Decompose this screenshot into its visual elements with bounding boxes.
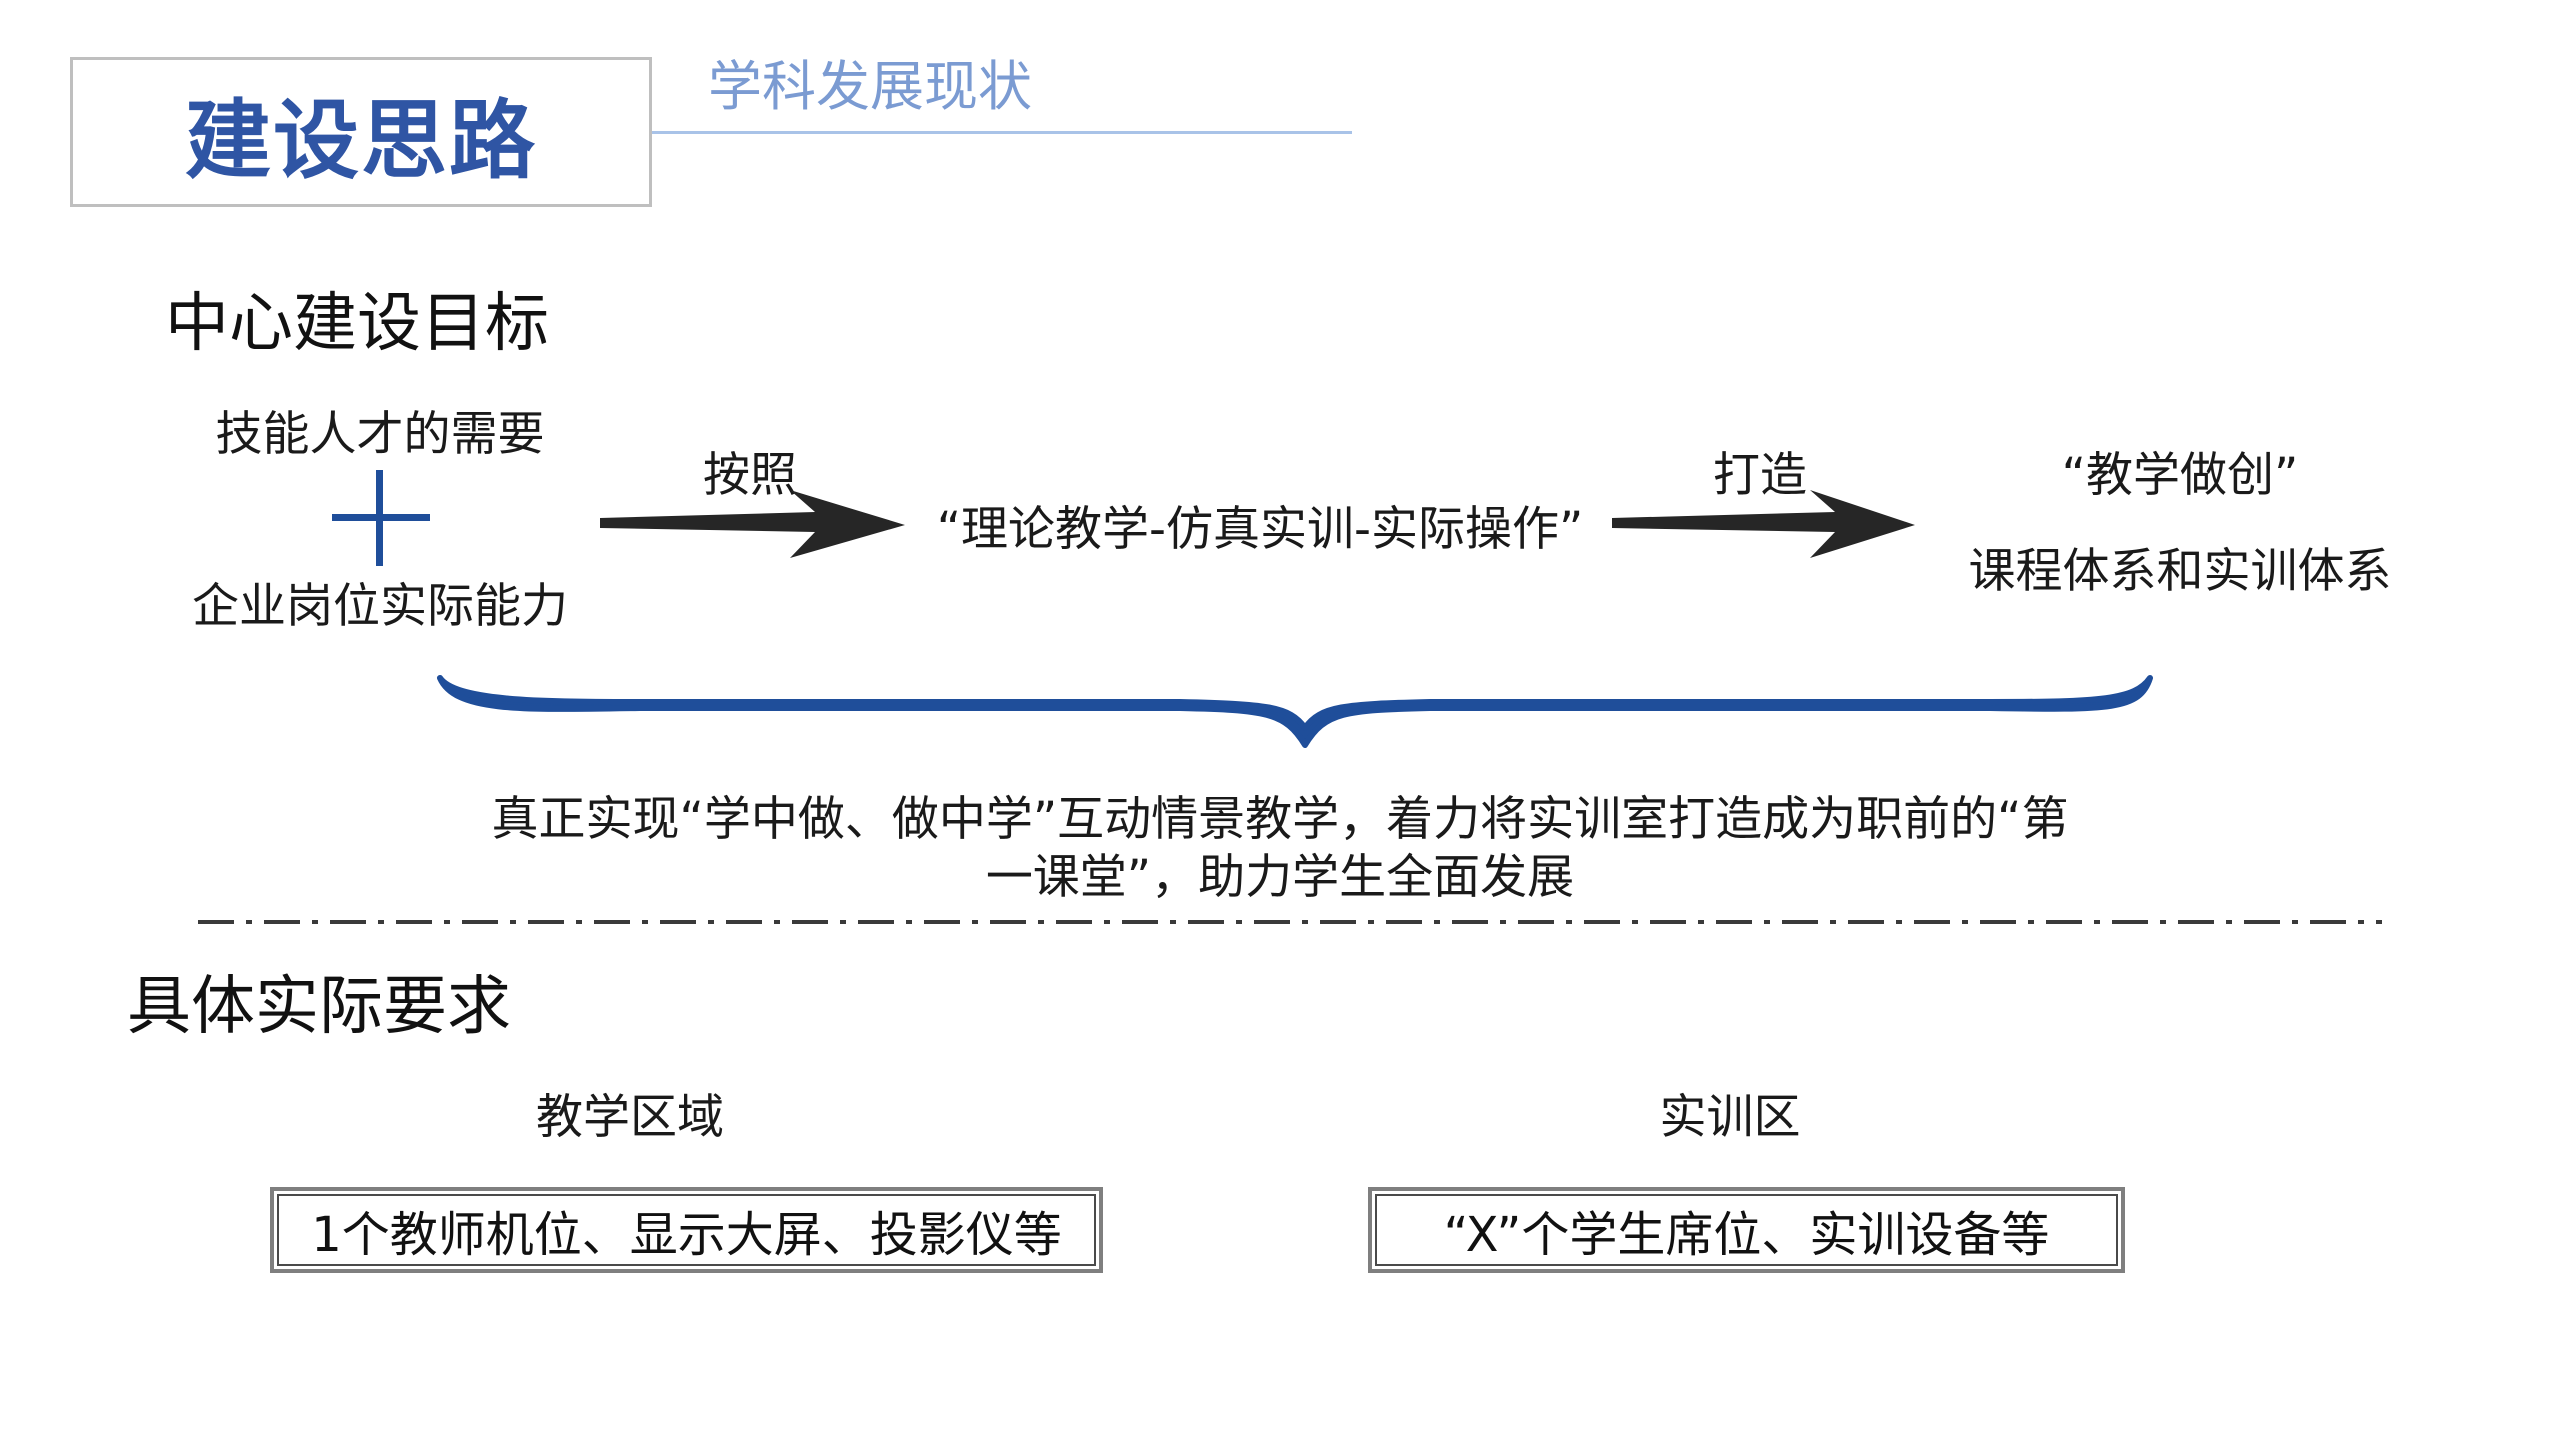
training-area-content: “X”个学生席位、实训设备等 — [1443, 1207, 2050, 1263]
training-area-box: “X”个学生席位、实训设备等 — [1368, 1187, 2125, 1273]
right-line1-text: “教学做创” — [2061, 448, 2299, 503]
curly-brace-icon — [437, 675, 2153, 748]
summary-line-2: 一课堂”，助力学生全面发展 — [985, 850, 1575, 905]
title-box: 建设思路 — [70, 57, 652, 207]
requirements-heading: 具体实际要求 — [127, 970, 511, 1044]
left-bottom-text: 企业岗位实际能力 — [192, 579, 568, 634]
plus-icon — [332, 470, 430, 566]
subtitle-underline — [652, 131, 1352, 134]
middle-text: “理论教学-仿真实训-实际操作” — [936, 502, 1584, 557]
teaching-area-content: 1个教师机位、显示大屏、投影仪等 — [311, 1207, 1062, 1263]
left-top-text: 技能人才的需要 — [215, 407, 545, 462]
arrow2-label: 打造 — [1713, 448, 1807, 503]
goal-heading: 中心建设目标 — [165, 287, 549, 361]
teaching-area-label: 教学区域 — [536, 1090, 724, 1145]
arrow-right-icon-1 — [600, 490, 905, 558]
training-area-label: 实训区 — [1659, 1090, 1801, 1145]
summary-line-1: 真正实现“学中做、做中学”互动情景教学，着力将实训室打造成为职前的“第 — [491, 792, 2069, 847]
right-line2-text: 课程体系和实训体系 — [1968, 544, 2392, 599]
arrow1-label: 按照 — [703, 448, 797, 503]
page-title: 建设思路 — [185, 90, 537, 191]
teaching-area-box: 1个教师机位、显示大屏、投影仪等 — [270, 1187, 1103, 1273]
page-subtitle: 学科发展现状 — [708, 55, 1032, 118]
arrow-right-icon-2 — [1612, 490, 1915, 558]
